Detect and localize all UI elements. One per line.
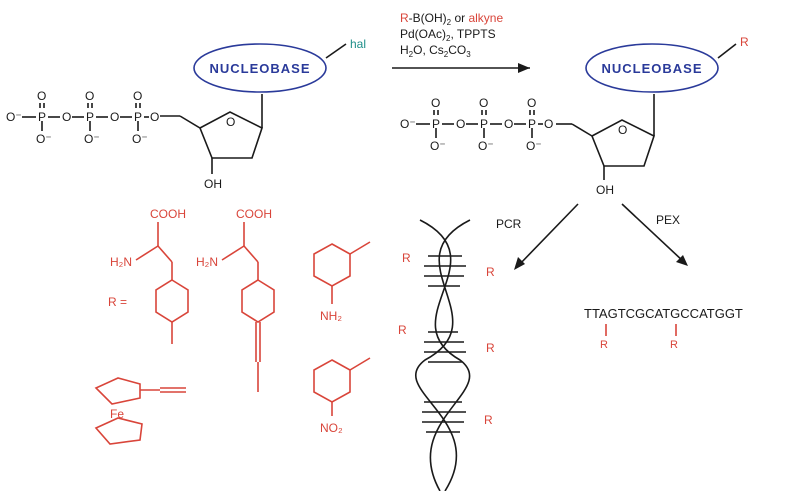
right-r-label: R (740, 35, 749, 49)
left-o-minus-1: O⁻ (6, 110, 22, 124)
reaction-conditions: R-B(OH)2 or alkyne Pd(OAc)2, TPPTS H2O, … (392, 11, 530, 73)
left-bridge-o-3: O (150, 110, 159, 124)
right-nucleobase-label: NUCLEOBASE (601, 61, 702, 76)
r1-cooh: COOH (150, 207, 186, 221)
r4-ring (313, 359, 351, 403)
helix-rungs (422, 255, 466, 433)
pex-arrow-line (621, 203, 685, 263)
sequence-mark-2: R (670, 339, 678, 351)
right-bridge-o-1: O (456, 117, 465, 131)
r-group-nitrobenzene: NO₂ (313, 357, 371, 435)
right-bridge-o-2: O (504, 117, 513, 131)
right-po-bottom-1: O⁻ (430, 139, 446, 153)
left-ring-oxygen: O (226, 115, 235, 129)
pex-label: PEX (656, 213, 680, 227)
pcr-label: PCR (496, 217, 522, 231)
right-p2: P (480, 117, 488, 131)
r3-nh2: NH₂ (320, 309, 342, 323)
right-sugar-ring (590, 119, 655, 167)
ferrocene-top-ring (94, 377, 141, 405)
right-p3: P (528, 117, 536, 131)
left-p3: P (134, 110, 142, 124)
conditions-line-3: H2O, Cs2CO3 (400, 43, 471, 59)
right-po-top-1: O (431, 96, 440, 110)
left-c5-bond (179, 115, 201, 129)
right-ring-oxygen: O (618, 123, 627, 137)
left-po-bottom-2: O⁻ (84, 132, 100, 146)
right-bridge-o-3: O (544, 117, 553, 131)
left-hal-label: hal (350, 37, 366, 51)
r1-h2n: H₂N (110, 255, 132, 269)
helix-strand-1 (419, 219, 471, 491)
left-oh-label: OH (204, 177, 222, 191)
right-o-minus-1: O⁻ (400, 117, 416, 131)
dna-r-3: R (398, 323, 407, 337)
left-nucleotide: NUCLEOBASE hal O OH O⁻ P O P O P O O O O… (6, 37, 366, 191)
left-p2: P (86, 110, 94, 124)
r-group-ethynylferrocene: Fe (94, 377, 186, 445)
r2-h2n: H₂N (196, 255, 218, 269)
left-p1: P (38, 110, 46, 124)
left-po-top-2: O (85, 89, 94, 103)
left-po-bottom-1: O⁻ (36, 132, 52, 146)
right-po-top-3: O (527, 96, 536, 110)
dna-double-helix: R R R R R (398, 219, 495, 491)
pex-product: TTAGTCGCATGCCATGGT R R (584, 306, 743, 351)
left-po-top-3: O (133, 89, 142, 103)
dna-r-4: R (486, 341, 495, 355)
helix-strand-2 (415, 219, 471, 491)
ferrocene-fe: Fe (110, 407, 124, 421)
left-po-top-1: O (37, 89, 46, 103)
r-group-structures: R = COOH H₂N COOH H₂N (94, 207, 371, 445)
pcr-pex-arrows: PCR PEX (496, 203, 688, 270)
dna-r-2: R (486, 265, 495, 279)
r-group-aniline: NH₂ (313, 241, 371, 323)
right-p1: P (432, 117, 440, 131)
dna-sequence: TTAGTCGCATGCCATGGT (584, 306, 743, 321)
right-po-bottom-2: O⁻ (478, 139, 494, 153)
conditions-line-2: Pd(OAc)2, TPPTS (400, 27, 496, 43)
pcr-arrow-line (517, 203, 579, 267)
sequence-mark-1: R (600, 339, 608, 351)
right-r-bond (717, 43, 737, 59)
right-nucleobase-ellipse (585, 43, 719, 93)
r-equals-label: R = (108, 295, 127, 309)
left-bridge-o-1: O (62, 110, 71, 124)
r3-ring (313, 243, 351, 287)
dna-r-5: R (484, 413, 493, 427)
r-group-phenylalanine: COOH H₂N (110, 207, 189, 344)
reaction-arrow-head (518, 63, 530, 73)
r-group-propargyl-phenylalanine: COOH H₂N (196, 207, 275, 392)
left-bridge-o-2: O (110, 110, 119, 124)
left-po-bottom-3: O⁻ (132, 132, 148, 146)
left-sugar-ring (198, 111, 263, 159)
pex-arrow-head (676, 255, 688, 266)
right-nucleotide: NUCLEOBASE R O OH O⁻ P O P O P O O O O O… (400, 35, 749, 197)
left-nucleobase-label: NUCLEOBASE (209, 61, 310, 76)
r1-ring (155, 279, 189, 323)
left-nucleobase-ellipse (193, 43, 327, 93)
pcr-arrow-head (514, 257, 525, 270)
right-po-top-2: O (479, 96, 488, 110)
r2-ring (241, 279, 275, 323)
right-po-bottom-3: O⁻ (526, 139, 542, 153)
dna-r-1: R (402, 251, 411, 265)
r2-cooh: COOH (236, 207, 272, 221)
right-oh-label: OH (596, 183, 614, 197)
r4-no2: NO₂ (320, 421, 343, 435)
conditions-line-1: R-B(OH)2 or alkyne (400, 11, 503, 27)
left-hal-bond (325, 43, 347, 59)
ferrocene-bottom-ring (94, 417, 143, 445)
